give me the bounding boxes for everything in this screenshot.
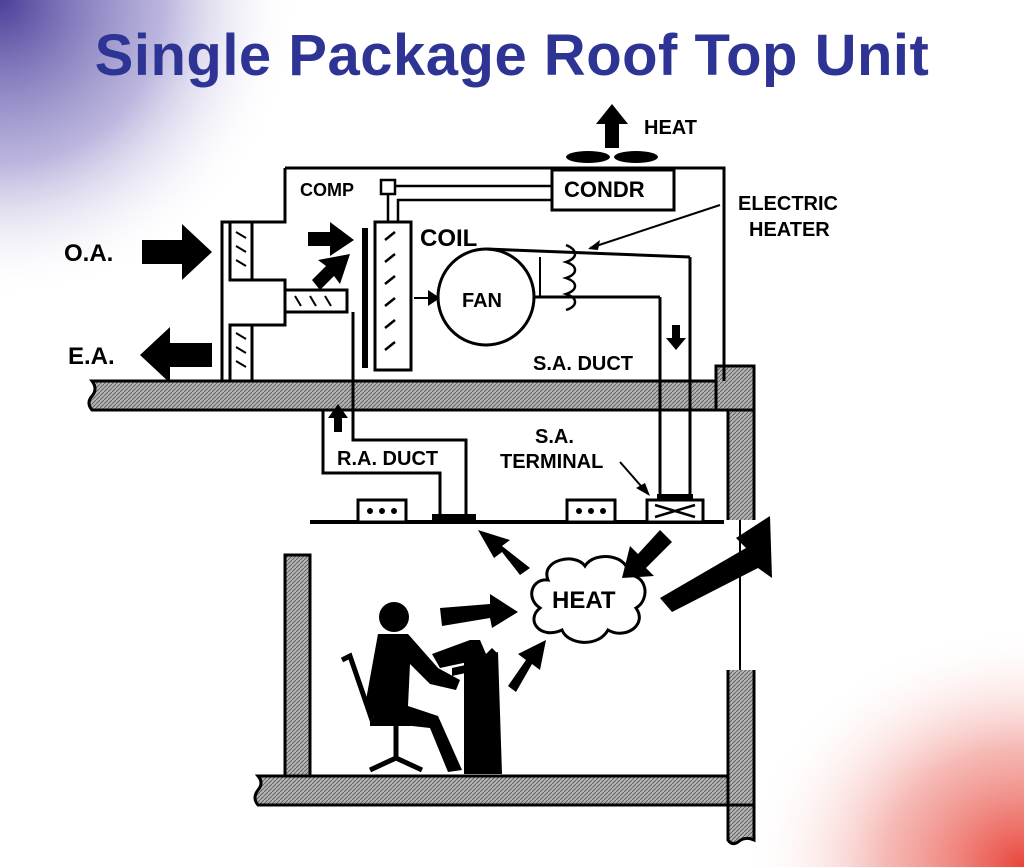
sa-flow-arrow-icon xyxy=(666,325,686,350)
sa-duct-label: S.A. DUCT xyxy=(533,353,633,375)
sa-terminal-label-1: S.A. xyxy=(535,426,574,448)
roof-slab xyxy=(87,379,730,412)
ea-label: E.A. xyxy=(68,343,115,370)
page-title: Single Package Roof Top Unit xyxy=(94,23,930,88)
fan-label: FAN xyxy=(462,290,502,312)
heat-arrow-from-ceiling-icon xyxy=(478,530,530,575)
sa-terminal-label-2: TERMINAL xyxy=(500,451,603,473)
ra-mix-arrow-icon xyxy=(312,254,350,290)
condenser-fan-icon xyxy=(566,151,658,163)
left-wall xyxy=(283,553,312,782)
ra-flow-arrow-icon xyxy=(328,404,348,432)
electric-heater-label-2: HEATER xyxy=(749,219,830,241)
person-at-computer-icon xyxy=(340,602,502,774)
ra-duct-label: R.A. DUCT xyxy=(337,448,438,470)
electric-heater-label-1: ELECTRIC xyxy=(738,193,838,215)
coil xyxy=(373,220,413,372)
comp-label: COMP xyxy=(300,180,354,200)
coil-label: COIL xyxy=(420,225,477,252)
ra-duct xyxy=(321,312,468,516)
heat-arrow-from-computer-icon xyxy=(508,640,546,692)
sa-duct xyxy=(658,257,692,498)
ceiling-light-left xyxy=(356,498,408,524)
floor-slab xyxy=(253,774,730,807)
heat-exhaust-arrow-icon xyxy=(596,104,628,148)
coil-to-fan-arrow-icon xyxy=(414,290,440,306)
heat-arrow-from-terminal-icon xyxy=(622,530,672,578)
filter xyxy=(362,228,368,368)
room-heat-label: HEAT xyxy=(552,587,616,614)
condenser xyxy=(550,168,676,212)
ea-arrow-icon xyxy=(140,327,212,383)
heat-arrow-from-person-icon xyxy=(440,594,518,628)
oa-arrow-icon xyxy=(142,224,212,280)
compressor xyxy=(379,178,397,196)
heat-exhaust-label: HEAT xyxy=(644,117,697,139)
heat-arrow-from-wall-icon xyxy=(660,516,772,612)
condr-label: CONDR xyxy=(564,177,645,202)
heat-cloud xyxy=(530,555,647,644)
ea-damper xyxy=(228,323,254,383)
oa-damper xyxy=(228,220,254,282)
oa-label: O.A. xyxy=(64,240,113,267)
oa-mix-arrow-icon xyxy=(308,222,354,256)
return-damper xyxy=(283,288,349,314)
electric-heater xyxy=(562,243,577,312)
ceiling-light-right xyxy=(565,498,617,524)
